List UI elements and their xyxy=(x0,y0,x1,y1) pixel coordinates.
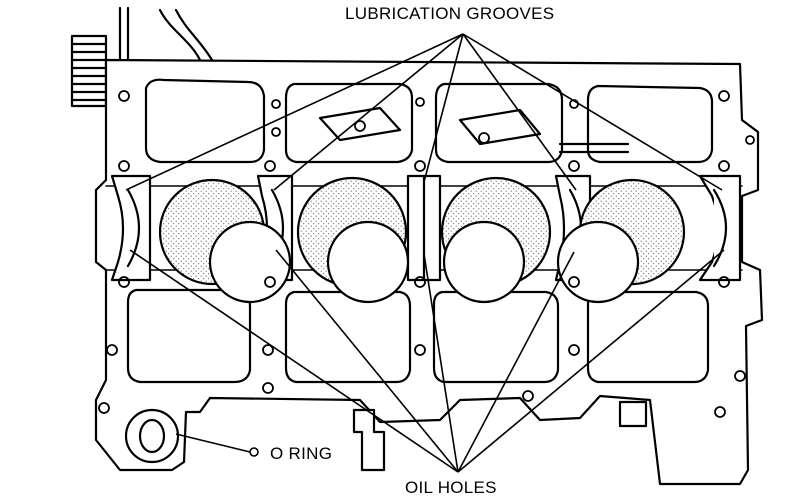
flange-ribs xyxy=(70,34,108,108)
tube-bracket xyxy=(118,6,214,62)
o-ring-boss xyxy=(124,408,180,464)
mount-pad xyxy=(618,400,648,428)
leader-lines xyxy=(125,33,725,473)
lubrication-grooves-label: LUBRICATION GROOVES xyxy=(345,4,555,23)
oil-holes-label: OIL HOLES xyxy=(405,478,497,497)
o-ring-label: O RING xyxy=(270,444,333,463)
cylinder-bores xyxy=(158,176,686,304)
main-bearing-saddles xyxy=(110,174,742,282)
drain-plug xyxy=(352,408,386,472)
